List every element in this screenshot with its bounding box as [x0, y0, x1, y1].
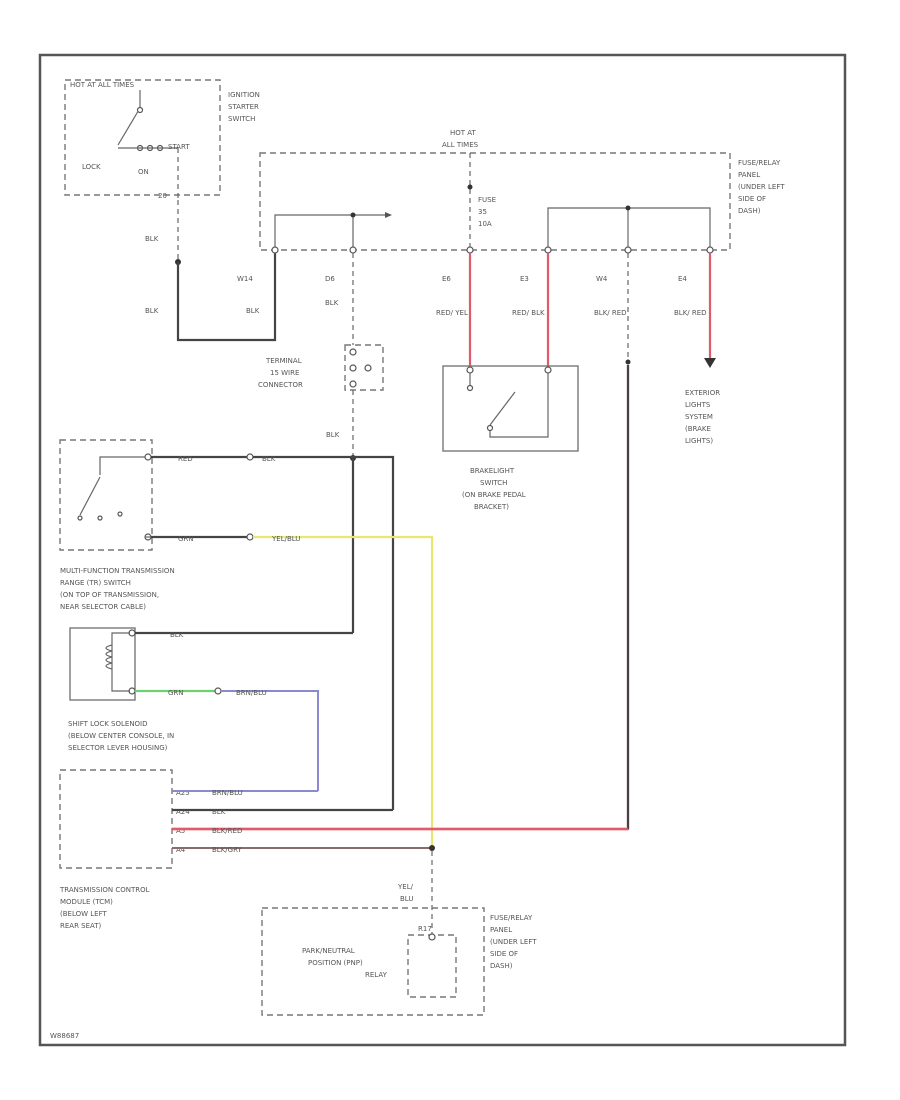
terminal-title-1: TERMINAL	[265, 357, 302, 365]
tr-title-1: MULTI-FUNCTION TRANSMISSION	[60, 567, 175, 575]
tcm-title-4: REAR SEAT)	[60, 922, 102, 930]
exterior-lights: EXTERIOR LIGHTS SYSTEM (BRAKE LIGHTS)	[685, 389, 720, 445]
shift-lock-wire-bot-a: GRN	[168, 689, 184, 697]
pin-w4: W4	[596, 275, 608, 283]
ignition-title-2: STARTER	[228, 103, 259, 111]
ignition-hot-label: HOT AT ALL TIMES	[70, 81, 135, 89]
tr-switch: MULTI-FUNCTION TRANSMISSION RANGE (TR) S…	[59, 439, 175, 611]
shift-lock-solenoid: SHIFT LOCK SOLENOID (BELOW CENTER CONSOL…	[68, 627, 174, 752]
tcm-module: TRANSMISSION CONTROL MODULE (TCM) (BELOW…	[59, 769, 190, 930]
pnp-title-3: RELAY	[365, 971, 388, 979]
tr-title-3: (ON TOP OF TRANSMISSION,	[60, 591, 159, 599]
tr-title-2: RANGE (TR) SWITCH	[60, 579, 131, 587]
pnp-title-2: POSITION (PNP)	[308, 959, 363, 967]
shift-lock-wire-top: BLK	[170, 631, 184, 639]
pnp-panel-2: PANEL	[490, 926, 512, 934]
brake-title-2: SWITCH	[480, 479, 507, 487]
shift-lock-title-3: SELECTOR LEVER HOUSING)	[68, 744, 168, 752]
tcm-wire-label-a24: BLK	[212, 808, 226, 816]
terminal-wire-label: BLK	[326, 431, 340, 439]
pnp-panel-3: (UNDER LEFT	[490, 938, 537, 946]
e4-wire-label: BLK/ RED	[674, 309, 707, 317]
pnp-pin: R17	[418, 925, 432, 933]
exterior-title-3: SYSTEM	[685, 413, 713, 421]
fuse-hot-label-2: ALL TIMES	[442, 141, 479, 149]
exterior-title-2: LIGHTS	[685, 401, 711, 409]
fuse-panel-title-4: SIDE OF	[738, 195, 766, 203]
terminal-title-3: CONNECTOR	[258, 381, 303, 389]
pin-d6: D6	[325, 275, 335, 283]
terminal-title-2: 15 WIRE	[270, 369, 299, 377]
ignition-switch: HOT AT ALL TIMES IGNITION STARTER SWITCH…	[64, 79, 260, 200]
pin-e4: E4	[678, 275, 687, 283]
tcm-wire-label-a25: BRN/BLU	[212, 789, 243, 797]
terminal-connector: TERMINAL 15 WIRE CONNECTOR	[258, 344, 384, 391]
exterior-title-4: (BRAKE	[685, 425, 711, 433]
diagram-frame	[38, 53, 847, 1047]
pnp-panel-1: FUSE/RELAY	[490, 914, 533, 922]
fuse-panel-title-1: FUSE/RELAY	[738, 159, 781, 167]
pnp-title-1: PARK/NEUTRAL	[302, 947, 355, 955]
fuse-hot-label-1: HOT AT	[450, 129, 477, 137]
tcm-pin-a24: A24	[176, 808, 190, 816]
brake-title-4: BRACKET)	[474, 503, 509, 511]
wire-yel-blu	[253, 535, 434, 848]
tcm-wire-label-a4: BLK/GRY	[212, 846, 242, 854]
fuse-panel-title-2: PANEL	[738, 171, 760, 179]
exterior-title-5: LIGHTS)	[685, 437, 713, 445]
pin-e6: E6	[442, 275, 451, 283]
shift-lock-title-1: SHIFT LOCK SOLENOID	[68, 720, 148, 728]
tr-wire-bot-a: GRN	[178, 535, 194, 543]
pnp-panel-4: SIDE OF	[490, 950, 518, 958]
ignition-wire-3: BLK	[246, 307, 260, 315]
ignition-start-label: START	[168, 143, 190, 151]
w4-wire-label: BLK/ RED	[594, 309, 627, 317]
pnp-relay-panel: R17 PARK/NEUTRAL POSITION (PNP) RELAY FU…	[261, 907, 537, 1016]
ignition-lock-label: LOCK	[82, 163, 101, 171]
tr-wire-top-a: RED	[178, 455, 193, 463]
tr-wire-top-b: BLK	[262, 455, 276, 463]
pin-w14: W14	[237, 275, 253, 283]
tr-title-4: NEAR SELECTOR CABLE)	[60, 603, 146, 611]
pnp-wire-1: YEL/	[397, 883, 414, 891]
tcm-pin-a5: A5	[176, 827, 185, 835]
exterior-title-1: EXTERIOR	[685, 389, 720, 397]
fuse-label-1: FUSE	[478, 196, 496, 204]
wire-brn-blu	[221, 690, 319, 791]
ignition-pin: 20	[158, 192, 167, 200]
tcm-pin-a4: A4	[176, 846, 186, 854]
ignition-wire-2: BLK	[145, 307, 159, 315]
tcm-title-1: TRANSMISSION CONTROL	[59, 886, 150, 894]
diagram-id: W88687	[50, 1032, 79, 1040]
tcm-wire-a5	[172, 365, 630, 831]
tcm-title-3: (BELOW LEFT	[60, 910, 107, 918]
brakelight-switch: BRAKELIGHT SWITCH (ON BRAKE PEDAL BRACKE…	[442, 365, 579, 511]
e6-wire-label-1: RED/ YEL	[436, 309, 468, 317]
e3-wire-label: RED/ BLK	[512, 309, 545, 317]
fuse-label-3: 10A	[478, 220, 492, 228]
d6-wire-label: BLK	[325, 299, 339, 307]
pnp-panel-5: DASH)	[490, 962, 513, 970]
pnp-wire-2: BLU	[400, 895, 413, 903]
brake-title-3: (ON BRAKE PEDAL	[462, 491, 526, 499]
shift-lock-wire-bot-b: BRN/BLU	[236, 689, 267, 697]
ignition-on-label: ON	[138, 168, 149, 176]
fuse-panel-title-5: DASH)	[738, 207, 761, 215]
shift-lock-title-2: (BELOW CENTER CONSOLE, IN	[68, 732, 174, 740]
pin-e3: E3	[520, 275, 529, 283]
ignition-title-3: SWITCH	[228, 115, 255, 123]
ignition-wire-1: BLK	[145, 235, 159, 243]
tcm-wire-label-a5: BLK/RED	[212, 827, 242, 835]
fuse-relay-panel-top: HOT AT ALL TIMES FUSE/RELAY PANEL (UNDER…	[237, 129, 785, 283]
tcm-title-2: MODULE (TCM)	[60, 898, 113, 906]
brake-title-1: BRAKELIGHT	[470, 467, 515, 475]
tr-wire-bot-b: YEL/BLU	[271, 535, 300, 543]
ignition-title-1: IGNITION	[228, 91, 260, 99]
fuse-panel-title-3: (UNDER LEFT	[738, 183, 785, 191]
fuse-label-2: 35	[478, 208, 487, 216]
tcm-pin-a25: A25	[176, 789, 190, 797]
